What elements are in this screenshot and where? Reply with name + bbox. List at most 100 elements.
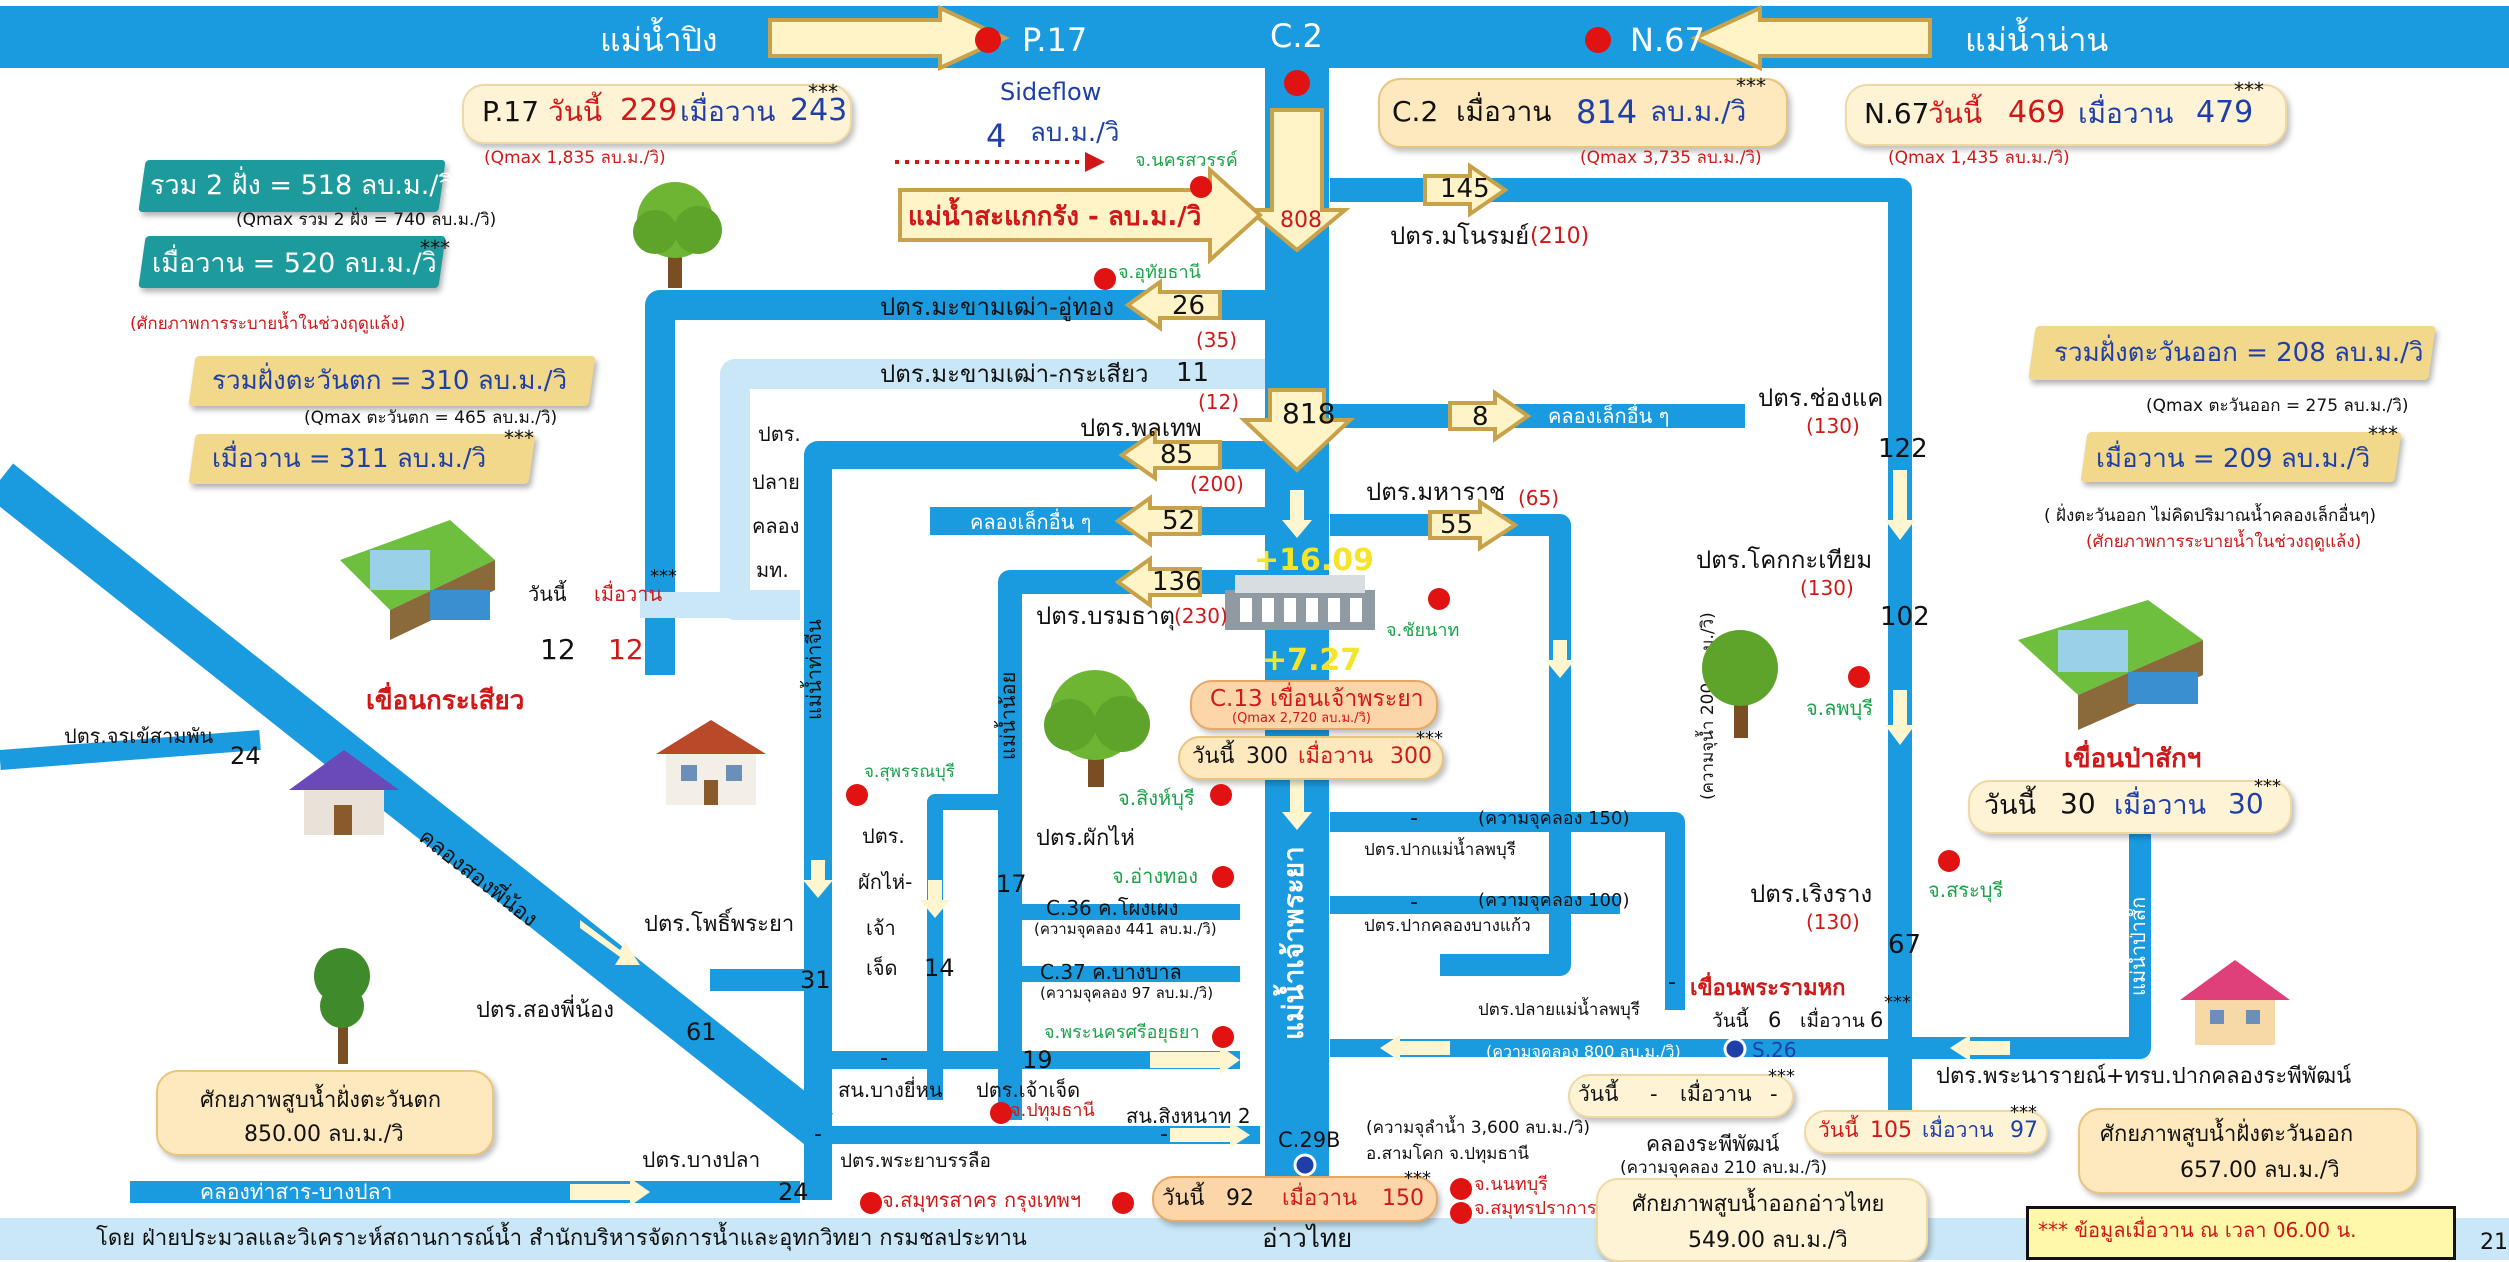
west-yesterday: เมื่อวาน = 311 ลบ.ม./วิ [212,444,487,474]
uthai-thani-marker [1094,268,1116,290]
n67-yesterday: 479 [2196,95,2254,130]
n67-marker [1585,27,1611,53]
chong-khae-label: ปตร.ช่องแค [1758,384,1884,412]
manorom-cap: (210) [1530,224,1590,249]
n67-box [1845,84,2287,146]
krasiao-today: 12 [540,633,576,666]
raphiphat-name: คลองระพีพัฒน์ [1646,1132,1780,1156]
pasak-today-label: วันนี้ [1984,790,2037,821]
sing-hanat-label: สน.สิงหนาท 2 [1126,1104,1251,1128]
tree-icon [314,948,370,1064]
rama6-name: เขื่อนพระรามหก [1690,976,1846,1001]
bang-kaeo-cap: (ความจุคลอง 100) [1478,890,1630,911]
ping-river-label: แม่น้ำปิง [600,21,718,59]
c2-qmax: (Qmax 3,735 ลบ.ม./วิ) [1580,148,1762,168]
phra-narai-yesterday-label: เมื่อวาน [1922,1118,1994,1142]
rama6-yesterday: 6 [1870,1008,1884,1032]
ayutthaya-marker [1212,1026,1234,1048]
province-bangkok: กรุงเทพฯ [1004,1188,1082,1212]
c13-name: C.13 เขื่อนเจ้าพระยา [1210,686,1424,712]
rama6-yesterday-label: เมื่อวาน [1800,1010,1865,1032]
p17-box-station: P.17 [482,95,540,128]
roeng-rang-flow: 67 [1888,930,1922,960]
sakae-krang-label: แม่น้ำสะแกกรัง - ลบ.ม./วิ [908,202,1202,232]
canal-phak-hai [927,794,1010,1100]
n67-box-station: N.67 [1864,97,1930,130]
arrow-makham [1124,278,1222,332]
arrow-c2-down [1243,108,1351,253]
phonlathep-flow: 85 [1160,440,1194,470]
c29b-box [1152,1176,1438,1222]
c13-box [1190,680,1438,730]
phraya-banlue-val: - [814,1122,822,1147]
pho-phraya-label: ปตร.โพธิ์พระยา [644,912,795,937]
makham-uthong-label: ปตร.มะขามเฒ่า-อู่ทอง [880,293,1115,321]
maharat-cap: (65) [1518,486,1560,510]
province-samut-prakan: จ.สมุทรปราการ [1474,1198,1597,1219]
gulf-potential-1: ศักยภาพสูบน้ำออกอ่าวไทย [1632,1192,1885,1217]
nakhon-sawan-marker [1190,176,1212,198]
rama6-stars: *** [1884,992,1911,1013]
c37-cap: (ความจุคลอง 97 ลบ.ม./วิ) [1040,984,1214,1002]
arrow-small-east [1448,389,1532,443]
chorakhe-flow: 24 [230,742,261,770]
chorakhe-label: ปตร.จรเข้สามพัน [64,724,214,748]
pho-phraya-flow: 31 [800,966,831,994]
rama6-today: 6 [1768,1008,1782,1032]
c2-box-station: C.2 [1392,95,1439,128]
khok-krathiam-flow: 102 [1880,602,1930,632]
province-nakhon-sawan: จ.นครสวรรค์ [1135,150,1238,171]
c29b-yesterday: 150 [1382,1186,1424,1211]
song-phi-nong-label: ปตร.สองพี่น้อง [476,998,614,1023]
capacity-note-east: (ศักยภาพการระบายน้ำในช่วงฤดูแล้ง) [2086,532,2362,552]
sideflow-unit: ลบ.ม./วิ [1030,118,1120,148]
house-icon [2180,960,2290,1045]
c2-yesterday-label: เมื่อวาน [1456,95,1552,128]
gulf-potential-box [1596,1178,1928,1262]
c29b-label: C.29B [1278,1128,1341,1152]
capacity-note-west: (ศักยภาพการระบายน้ำในช่วงฤดูแล้ง) [130,314,406,334]
makham-krasiao-cap: (12) [1198,390,1240,414]
canal-chorakhe [0,730,261,770]
arrow-small-west [1114,494,1202,548]
canal-tha-chin [804,441,1265,1200]
dam-upstream-level: +16.09 [1254,543,1375,578]
c36-cap: (ความจุคลอง 441 ลบ.ม./วิ) [1034,920,1217,938]
maharat-label: ปตร.มหาราช [1366,478,1506,506]
suphanburi-marker [846,784,868,806]
chao-phraya-label: แม่น้ำเจ้าพระยา [1277,846,1310,1040]
p17-box [462,84,852,144]
makham-uthong-cap: (35) [1196,328,1238,352]
east-potential-1: ศักยภาพสูบน้ำฝั่งตะวันออก [2100,1122,2354,1147]
arrow-maharat [1428,498,1519,552]
house-icon [289,750,399,835]
phra-narai-today-label: วันนี้ [1818,1118,1859,1142]
sing-hanat-val: - [1160,1122,1168,1147]
gulf-label: อ่าวไทย [1262,1224,1353,1254]
n67-today: 469 [2008,95,2066,130]
raphiphat-yesterday-label: เมื่อวาน [1680,1082,1752,1106]
footer-credit: โดย ฝ่ายประมวลและวิเคราะห์สถานการณ์น้ำ ส… [96,1226,1027,1251]
plai-khlong-1: ปตร. [758,422,801,446]
makham-krasiao-label: ปตร.มะขามเฒ่า-กระเสียว [880,360,1149,388]
province-pathumthani: จ.ปทุมธานี [1010,1100,1095,1121]
krasiao-stars: *** [650,566,677,587]
total-yesterday: เมื่อวาน = 520 ลบ.ม./วิ [152,248,437,279]
borommathat-cap: (230) [1174,604,1228,628]
note-text: *** ข้อมูลเมื่อวาน ณ เวลา 06.00 น. [2038,1218,2357,1242]
east-potential-2: 657.00 ลบ.ม./วิ [2180,1158,2340,1183]
s26-label: S.26 [1752,1038,1797,1062]
small-canals-east-flow: 8 [1472,402,1489,432]
dam-downstream-level: +7.27 [1262,643,1362,678]
saraburi-marker [1938,850,1960,872]
pasak-yesterday: 30 [2228,787,2264,820]
arrow-nan [1690,4,1932,72]
khok-krathiam-label: ปตร.โคกกะเทียม [1696,546,1873,574]
c2-marker [1284,70,1310,96]
west-qmax: (Qmax ตะวันตก = 465 ลบ.ม./วิ) [304,408,558,428]
c13-qmax: (Qmax 2,720 ลบ.ม./วิ) [1232,711,1371,726]
total-stars: *** [420,236,450,260]
p17-header-label: P.17 [1022,21,1088,59]
makham-krasiao-flow: 11 [1176,358,1210,388]
c29b-today-label: วันนี้ [1162,1186,1205,1211]
